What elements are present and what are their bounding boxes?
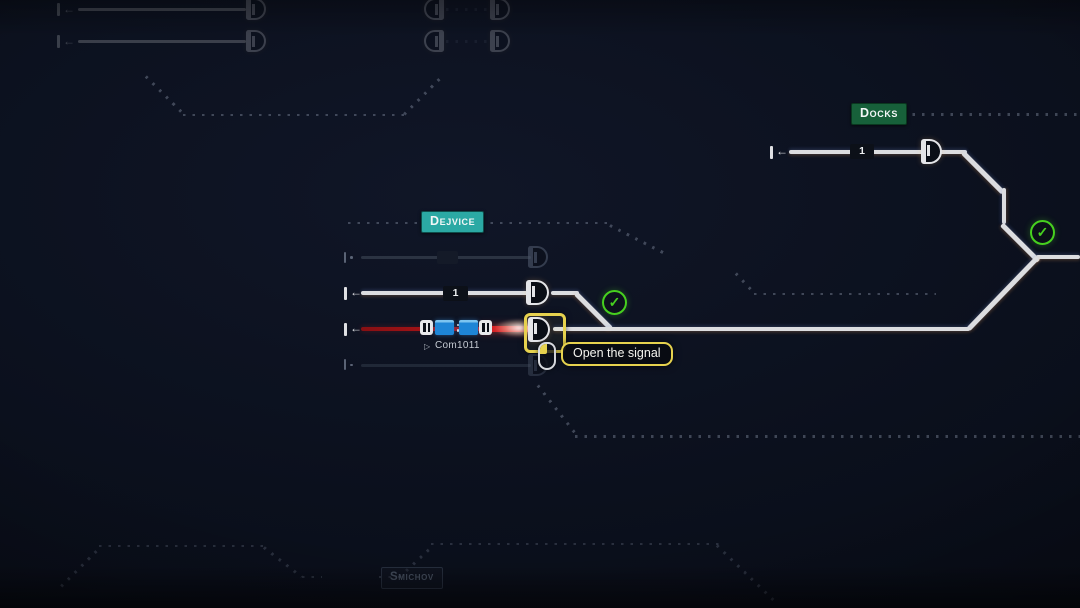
track-line-exit [1036, 254, 1080, 259]
signal-icon[interactable] [490, 30, 510, 52]
dejvice-track1-signal[interactable] [526, 280, 549, 305]
signal-icon[interactable] [424, 30, 444, 52]
train-pointer-icon: ▷ [424, 342, 431, 351]
track-end-marker [770, 145, 773, 159]
tooltip: Open the signal [561, 342, 673, 366]
planned-track-dots [446, 40, 492, 43]
station-badge-smichov[interactable]: Smichov [381, 567, 443, 589]
planned-track-dots [754, 292, 936, 295]
planned-track-dots [431, 542, 719, 545]
track-vertical [1001, 188, 1006, 224]
planned-track-dots [263, 545, 303, 578]
mainline-track [553, 326, 970, 331]
platform-number: 1 [850, 143, 874, 159]
track-end-marker [344, 359, 346, 370]
planned-track-dots [183, 113, 405, 116]
track-line [78, 39, 246, 43]
train-car [420, 320, 433, 335]
track-end-marker [344, 322, 347, 336]
signal-icon[interactable] [528, 246, 548, 268]
docks-signal[interactable] [921, 139, 942, 164]
signal-icon[interactable] [490, 0, 510, 20]
mainline-diagonal [966, 255, 1040, 331]
platform-number-unlit [437, 250, 458, 264]
planned-track-dots [735, 272, 757, 295]
left-arrow-icon: ← [63, 2, 75, 16]
train-id-label: Com1011 [435, 340, 480, 351]
planned-track-dots [302, 575, 322, 578]
signal-icon[interactable] [246, 30, 266, 52]
train-car-blue [459, 320, 478, 335]
planned-track-dots [716, 544, 780, 606]
planned-track-dots [99, 544, 266, 547]
track-curve [961, 150, 1005, 195]
track-end-marker [57, 35, 60, 48]
planned-track-dots [403, 75, 444, 116]
planned-track-dots [609, 224, 666, 255]
station-badge-dejvice[interactable]: Dejvice [421, 211, 485, 233]
signal-icon[interactable] [424, 0, 444, 20]
left-arrow-icon: ← [776, 144, 788, 158]
route-confirmed-icon: ✓ [602, 290, 627, 315]
track-end-marker [344, 251, 346, 263]
end-dot-icon [350, 256, 353, 259]
train-car [479, 320, 492, 335]
inactive-track-line [361, 363, 531, 367]
planned-track-dots [903, 113, 1080, 116]
track-end-marker [57, 3, 60, 16]
mouse-hint-icon [538, 342, 556, 370]
track-end-marker [344, 286, 347, 300]
route-confirmed-icon: ✓ [1030, 219, 1055, 245]
station-badge-docks[interactable]: Docks [851, 103, 908, 125]
planned-track-dots [60, 546, 101, 588]
planned-track-dots [537, 384, 578, 435]
left-arrow-icon: ← [63, 34, 75, 48]
track-line [78, 7, 246, 11]
platform-number: 1 [443, 286, 468, 301]
signal-icon[interactable] [246, 0, 266, 20]
train-com1011[interactable] [420, 320, 492, 335]
planned-track-dots [575, 435, 1080, 438]
planned-track-dots [145, 75, 186, 116]
train-car-blue [435, 320, 454, 335]
planned-track-dots [446, 8, 492, 11]
end-dot-icon [350, 363, 353, 366]
